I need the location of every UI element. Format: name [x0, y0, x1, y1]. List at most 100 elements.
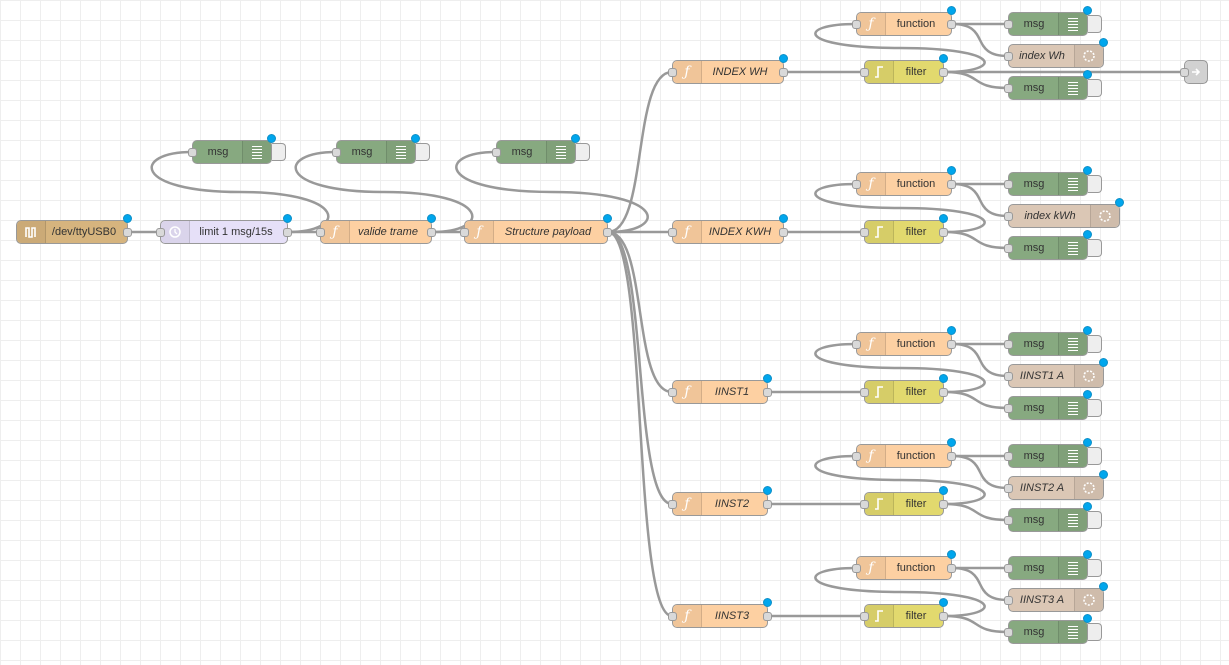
- debug-node-top[interactable]: msg: [1004, 6, 1102, 36]
- wire[interactable]: [951, 566, 1009, 602]
- ui-gauge-node[interactable]: index kWh: [1004, 198, 1124, 228]
- debug-toggle-button[interactable]: [1088, 175, 1102, 193]
- wire[interactable]: [943, 230, 1009, 250]
- filter-node[interactable]: filter: [860, 486, 948, 516]
- wire[interactable]: [943, 70, 1009, 90]
- input-port[interactable]: [1004, 484, 1013, 493]
- input-port[interactable]: [1004, 596, 1013, 605]
- input-port[interactable]: [1004, 340, 1013, 349]
- output-port[interactable]: [763, 500, 772, 509]
- input-port[interactable]: [852, 340, 861, 349]
- debug-node-structure[interactable]: msg: [492, 134, 590, 164]
- input-port[interactable]: [852, 564, 861, 573]
- input-port[interactable]: [1004, 628, 1013, 637]
- input-port[interactable]: [860, 388, 869, 397]
- debug-node-top[interactable]: msg: [1004, 326, 1102, 356]
- input-port[interactable]: [1004, 564, 1013, 573]
- input-port[interactable]: [316, 228, 325, 237]
- debug-toggle-button[interactable]: [1088, 15, 1102, 33]
- input-port[interactable]: [492, 148, 501, 157]
- inner-function-node[interactable]: ƒ function: [852, 438, 956, 468]
- input-port[interactable]: [460, 228, 469, 237]
- branch-function-node[interactable]: ƒ IINST3: [668, 598, 772, 628]
- output-port[interactable]: [763, 612, 772, 621]
- inner-function-node[interactable]: ƒ function: [852, 6, 956, 36]
- output-port[interactable]: [939, 500, 948, 509]
- input-port[interactable]: [860, 500, 869, 509]
- output-port[interactable]: [939, 68, 948, 77]
- input-port[interactable]: [188, 148, 197, 157]
- filter-node[interactable]: filter: [860, 54, 948, 84]
- inner-function-node[interactable]: ƒ function: [852, 550, 956, 580]
- input-port[interactable]: [1180, 68, 1189, 77]
- output-port[interactable]: [939, 228, 948, 237]
- input-port[interactable]: [156, 228, 165, 237]
- wire[interactable]: [951, 454, 1009, 490]
- output-port[interactable]: [427, 228, 436, 237]
- wire[interactable]: [607, 230, 673, 506]
- output-port[interactable]: [947, 20, 956, 29]
- output-port[interactable]: [123, 228, 132, 237]
- input-port[interactable]: [1004, 180, 1013, 189]
- debug-node-valide[interactable]: msg: [332, 134, 430, 164]
- debug-node-bottom[interactable]: msg: [1004, 390, 1102, 420]
- serial-in-node[interactable]: /dev/ttyUSB0: [16, 214, 132, 244]
- input-port[interactable]: [860, 68, 869, 77]
- input-port[interactable]: [860, 612, 869, 621]
- input-port[interactable]: [1004, 244, 1013, 253]
- debug-toggle-button[interactable]: [1088, 447, 1102, 465]
- branch-function-node[interactable]: ƒ IINST2: [668, 486, 772, 516]
- function-node-structure-payload[interactable]: ƒ Structure payload: [460, 214, 612, 244]
- output-port[interactable]: [947, 340, 956, 349]
- input-port[interactable]: [1004, 372, 1013, 381]
- filter-node[interactable]: filter: [860, 214, 948, 244]
- debug-node-top[interactable]: msg: [1004, 438, 1102, 468]
- wire[interactable]: [943, 390, 1009, 410]
- wire[interactable]: [607, 230, 673, 618]
- input-port[interactable]: [1004, 516, 1013, 525]
- debug-node-bottom[interactable]: msg: [1004, 230, 1102, 260]
- debug-node-bottom[interactable]: msg: [1004, 614, 1102, 644]
- input-port[interactable]: [852, 452, 861, 461]
- debug-toggle-button[interactable]: [272, 143, 286, 161]
- output-port[interactable]: [603, 228, 612, 237]
- input-port[interactable]: [1004, 452, 1013, 461]
- debug-toggle-button[interactable]: [1088, 399, 1102, 417]
- input-port[interactable]: [852, 20, 861, 29]
- input-port[interactable]: [852, 180, 861, 189]
- input-port[interactable]: [1004, 212, 1013, 221]
- output-port[interactable]: [939, 388, 948, 397]
- branch-function-node[interactable]: ƒ INDEX WH: [668, 54, 788, 84]
- input-port[interactable]: [668, 612, 677, 621]
- debug-toggle-button[interactable]: [1088, 559, 1102, 577]
- debug-toggle-button[interactable]: [1088, 239, 1102, 257]
- output-port[interactable]: [947, 180, 956, 189]
- filter-node[interactable]: filter: [860, 598, 948, 628]
- debug-toggle-button[interactable]: [1088, 335, 1102, 353]
- input-port[interactable]: [332, 148, 341, 157]
- ui-gauge-node[interactable]: IINST2 A: [1004, 470, 1108, 500]
- output-port[interactable]: [779, 228, 788, 237]
- output-port[interactable]: [939, 612, 948, 621]
- inner-function-node[interactable]: ƒ function: [852, 166, 956, 196]
- function-node-valide-trame[interactable]: ƒ valide trame: [316, 214, 436, 244]
- output-port[interactable]: [947, 564, 956, 573]
- input-port[interactable]: [1004, 20, 1013, 29]
- wire[interactable]: [951, 182, 1009, 218]
- debug-toggle-button[interactable]: [1088, 511, 1102, 529]
- debug-node-delay[interactable]: msg: [188, 134, 286, 164]
- input-port[interactable]: [668, 68, 677, 77]
- filter-node[interactable]: filter: [860, 374, 948, 404]
- wire[interactable]: [607, 70, 673, 234]
- ui-gauge-node[interactable]: IINST1 A: [1004, 358, 1108, 388]
- debug-node-bottom[interactable]: msg: [1004, 70, 1102, 100]
- output-port[interactable]: [763, 388, 772, 397]
- branch-function-node[interactable]: ƒ IINST1: [668, 374, 772, 404]
- debug-toggle-button[interactable]: [576, 143, 590, 161]
- input-port[interactable]: [668, 388, 677, 397]
- delay-node[interactable]: limit 1 msg/15s: [156, 214, 292, 244]
- input-port[interactable]: [1004, 52, 1013, 61]
- wire[interactable]: [943, 502, 1009, 522]
- output-port[interactable]: [283, 228, 292, 237]
- wire[interactable]: [943, 614, 1009, 634]
